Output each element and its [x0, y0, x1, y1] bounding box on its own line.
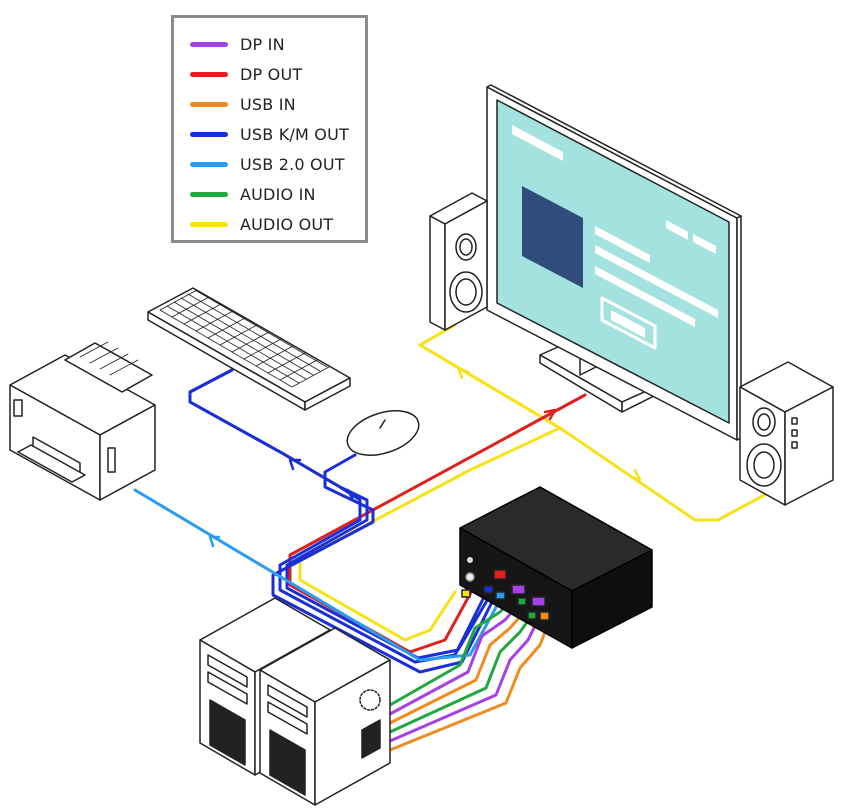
computer-2-drive-2 [267, 701, 308, 735]
kvm-button [465, 572, 475, 582]
speaker-right-tweeter-inner [757, 413, 771, 431]
legend-swatch-dp-in [190, 41, 228, 47]
computer-2-drive-1 [267, 684, 308, 718]
legend-item-usb-in: USB IN [190, 92, 296, 116]
speaker-right-side [784, 386, 834, 506]
printer-paper [64, 342, 153, 393]
computer-2-fan [359, 689, 381, 711]
arrow-usb-km-mouse-icon [341, 488, 355, 502]
screen-button-inner [611, 310, 645, 338]
cable-usb-km-out-keyboard [188, 368, 487, 664]
arrow-audio-out-left-icon [456, 366, 470, 380]
legend-item-audio-in: AUDIO IN [190, 182, 316, 206]
legend-swatch-usb-20-out [190, 161, 228, 167]
computer-1-vent [209, 699, 246, 766]
kvm-side [571, 549, 653, 649]
legend-swatch-usb-km-out [190, 131, 228, 137]
legend-label-audio-out: AUDIO OUT [240, 214, 334, 234]
kvm-port-audio-out [461, 589, 471, 598]
legend-label-dp-in: DP IN [240, 34, 285, 54]
kvm-port-dp-in-1 [511, 584, 526, 595]
speaker-right-knob-3 [791, 441, 798, 449]
printer-paper-lines [79, 341, 139, 376]
legend-swatch-usb-in [190, 101, 228, 107]
arrow-dp-out-icon [543, 408, 557, 421]
speaker-right-knob-2 [791, 429, 798, 437]
left-speaker-icon [429, 192, 488, 331]
kvm-port-dp-in-2 [531, 596, 546, 607]
screen-button [600, 296, 657, 350]
cable-usb-in-1 [388, 608, 528, 725]
kvm-led [467, 557, 473, 563]
right-speaker-icon [739, 361, 834, 506]
screen-bar-4 [595, 266, 695, 327]
legend-label-audio-in: AUDIO IN [240, 184, 316, 204]
keyboard-keys [159, 289, 330, 388]
kvm-port-audio-in-1 [517, 597, 527, 606]
cable-dp-in-2 [388, 618, 540, 743]
computer-1-drive-2 [207, 671, 248, 705]
screen-bar-1 [512, 125, 563, 161]
speaker-left-woofer-inner [455, 278, 477, 306]
kvm-port-usb-km-1 [483, 585, 494, 594]
printer-side [99, 404, 156, 501]
legend-item-dp-in: DP IN [190, 32, 285, 56]
legend-label-usb-km-out: USB K/M OUT [240, 124, 349, 144]
legend-swatch-dp-out [190, 71, 228, 77]
cable-audio-in-2 [388, 616, 532, 734]
cables [133, 323, 772, 752]
screen-bar-3 [595, 245, 718, 318]
computer-2-vent [269, 729, 306, 796]
printer-panel [13, 399, 23, 417]
speaker-left-tweeter-inner [459, 238, 473, 256]
printer-icon [9, 341, 156, 501]
mouse-button-line [379, 419, 386, 429]
monitor-icon [486, 84, 742, 441]
legend-swatch-audio-out [190, 221, 228, 227]
computer-2-icon [259, 627, 391, 806]
keyboard-top [147, 287, 351, 403]
arrow-usb-km-keyboard-icon [288, 458, 302, 471]
computer-1-drive-1 [207, 654, 248, 688]
legend: DP IN DP OUT USB IN USB K/M OUT USB 2.0 … [171, 15, 368, 243]
keyboard-icon [147, 287, 351, 411]
screen-bar-2 [595, 226, 650, 263]
mouse-icon [346, 410, 420, 456]
kvm-switch-icon [459, 486, 653, 649]
direction-arrows [208, 366, 642, 548]
legend-label-usb-20-out: USB 2.0 OUT [240, 154, 345, 174]
computer-2-side-vent [361, 719, 381, 759]
mouse-body [346, 410, 420, 456]
legend-item-usb-20-out: USB 2.0 OUT [190, 152, 345, 176]
legend-label-usb-in: USB IN [240, 94, 296, 114]
screen-bar-5 [666, 220, 688, 240]
cable-usb-km-out-keyboard-2 [188, 368, 491, 660]
cable-usb-km-out-mouse [271, 453, 495, 674]
printer-output [17, 444, 86, 483]
kvm-port-audio-in-2 [527, 611, 537, 620]
cable-usb-in-2 [388, 622, 550, 752]
kvm-port-usb-in [539, 611, 550, 621]
printer-side-panel [107, 447, 116, 473]
screen-window-block [522, 186, 583, 288]
arrow-usb-20-icon [208, 535, 221, 548]
legend-item-audio-out: AUDIO OUT [190, 212, 333, 236]
kvm-port-usb-20 [495, 591, 506, 600]
speaker-right-knob-1 [791, 417, 798, 425]
legend-item-usb-km-out: USB K/M OUT [190, 122, 349, 146]
arrow-audio-out-right-icon [628, 468, 642, 482]
cable-usb-20-out [133, 488, 502, 662]
kvm-port-dp-out [493, 569, 507, 580]
cable-dp-in-1 [388, 601, 522, 716]
legend-item-dp-out: DP OUT [190, 62, 302, 86]
legend-swatch-audio-in [190, 191, 228, 197]
legend-label-dp-out: DP OUT [240, 64, 303, 84]
keyboard-side [304, 377, 351, 411]
screen-bar-6 [693, 234, 716, 254]
speaker-left-front [429, 215, 446, 331]
speaker-right-woofer-inner [753, 451, 775, 479]
